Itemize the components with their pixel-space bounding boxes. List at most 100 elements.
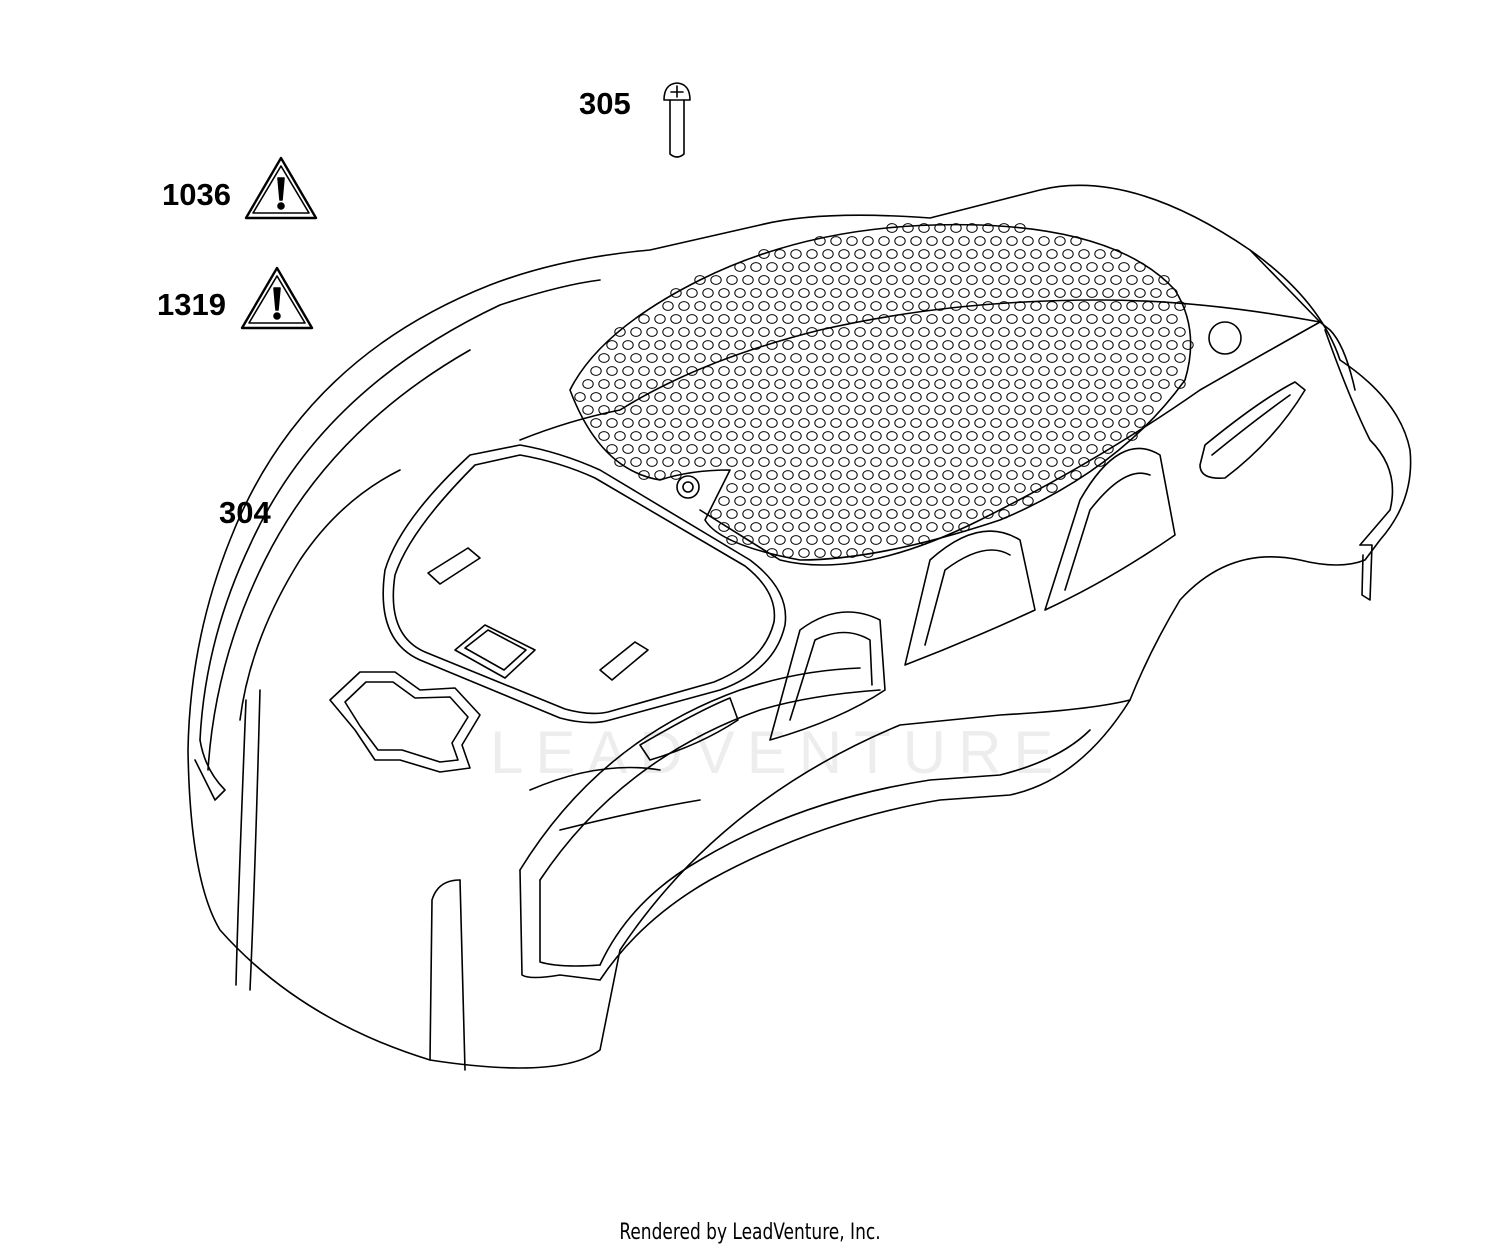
grille-hole xyxy=(966,509,978,519)
grille-hole xyxy=(1174,379,1186,389)
grille-hole xyxy=(1046,249,1058,259)
grille-hole xyxy=(646,405,658,415)
grille-hole xyxy=(1014,275,1026,285)
grille-hole xyxy=(598,405,610,415)
grille-hole xyxy=(678,431,690,441)
grille-hole xyxy=(870,483,882,493)
grille-hole xyxy=(958,366,970,376)
callout-304[interactable]: 304 xyxy=(219,495,271,530)
grille-hole xyxy=(870,353,882,363)
callout-305[interactable]: 305 xyxy=(579,86,631,121)
grille-hole xyxy=(718,418,730,428)
grille-hole xyxy=(950,301,962,311)
grille-hole xyxy=(1150,340,1162,350)
grille-hole xyxy=(830,392,842,402)
grille-hole xyxy=(710,327,722,337)
grille-hole xyxy=(1070,288,1082,298)
grille-hole xyxy=(902,327,914,337)
grille-hole xyxy=(702,366,714,376)
grille-hole xyxy=(798,548,810,558)
grille-hole xyxy=(846,392,858,402)
grille-hole xyxy=(950,457,962,467)
grille-hole xyxy=(1030,431,1042,441)
grille-hole xyxy=(1054,418,1066,428)
grille-hole xyxy=(1150,314,1162,324)
grille-hole xyxy=(862,470,874,480)
grille-hole xyxy=(910,340,922,350)
grille-hole xyxy=(1038,340,1050,350)
grille-hole xyxy=(966,457,978,467)
grille-hole xyxy=(934,223,946,233)
grille-hole xyxy=(742,431,754,441)
grille-hole xyxy=(990,340,1002,350)
grille-hole xyxy=(798,262,810,272)
grille-hole xyxy=(1118,314,1130,324)
grille-hole xyxy=(750,418,762,428)
grille-hole xyxy=(590,418,602,428)
grille-hole xyxy=(830,522,842,532)
grille-hole xyxy=(718,444,730,454)
grille-hole xyxy=(1158,301,1170,311)
grille-hole xyxy=(1174,301,1186,311)
grille-hole xyxy=(854,509,866,519)
grille-hole xyxy=(694,327,706,337)
grille-hole xyxy=(726,275,738,285)
grille-hole xyxy=(918,509,930,519)
callout-1036[interactable]: 1036 xyxy=(162,177,231,212)
grille-hole xyxy=(790,275,802,285)
grille-hole xyxy=(782,314,794,324)
grille-hole xyxy=(806,457,818,467)
grille-hole xyxy=(590,366,602,376)
grille-hole xyxy=(950,509,962,519)
grille-hole xyxy=(1062,379,1074,389)
callout-1319[interactable]: 1319 xyxy=(157,287,226,322)
grille-hole xyxy=(758,483,770,493)
grille-hole xyxy=(670,340,682,350)
grille-hole xyxy=(654,314,666,324)
grille-hole xyxy=(790,483,802,493)
grille-hole xyxy=(950,249,962,259)
grille-hole xyxy=(1054,366,1066,376)
grille-hole xyxy=(982,509,994,519)
grille-hole xyxy=(1054,470,1066,480)
grille-hole xyxy=(966,379,978,389)
grille-hole xyxy=(998,379,1010,389)
grille-hole xyxy=(870,535,882,545)
grille-hole xyxy=(590,392,602,402)
grille-hole xyxy=(846,262,858,272)
grille-hole xyxy=(1030,405,1042,415)
grille-hole xyxy=(734,340,746,350)
grille-hole xyxy=(630,431,642,441)
grille-hole xyxy=(942,392,954,402)
grille-hole xyxy=(1078,405,1090,415)
grille-hole xyxy=(710,275,722,285)
grille-hole xyxy=(766,470,778,480)
grille-hole xyxy=(606,418,618,428)
grille-hole xyxy=(1006,340,1018,350)
grille-hole xyxy=(646,327,658,337)
grille-hole xyxy=(814,522,826,532)
grille-hole xyxy=(1118,366,1130,376)
grille-hole xyxy=(1022,262,1034,272)
grille-hole xyxy=(622,392,634,402)
grille-hole xyxy=(1054,236,1066,246)
grille-hole xyxy=(1086,340,1098,350)
grille-hole xyxy=(982,275,994,285)
grille-hole xyxy=(1046,431,1058,441)
grille-hole xyxy=(1022,496,1034,506)
grille-hole xyxy=(990,418,1002,428)
grille-hole xyxy=(814,548,826,558)
grille-hole xyxy=(894,314,906,324)
grille-hole xyxy=(950,431,962,441)
grille-hole xyxy=(1094,431,1106,441)
grille-hole xyxy=(1118,262,1130,272)
grille-hole xyxy=(742,353,754,363)
grille-hole xyxy=(798,340,810,350)
grille-hole xyxy=(638,340,650,350)
grille-hole xyxy=(982,379,994,389)
grille-hole xyxy=(710,353,722,363)
grille-hole xyxy=(606,366,618,376)
grille-hole xyxy=(742,535,754,545)
grille-hole xyxy=(1014,483,1026,493)
grille-hole xyxy=(958,496,970,506)
